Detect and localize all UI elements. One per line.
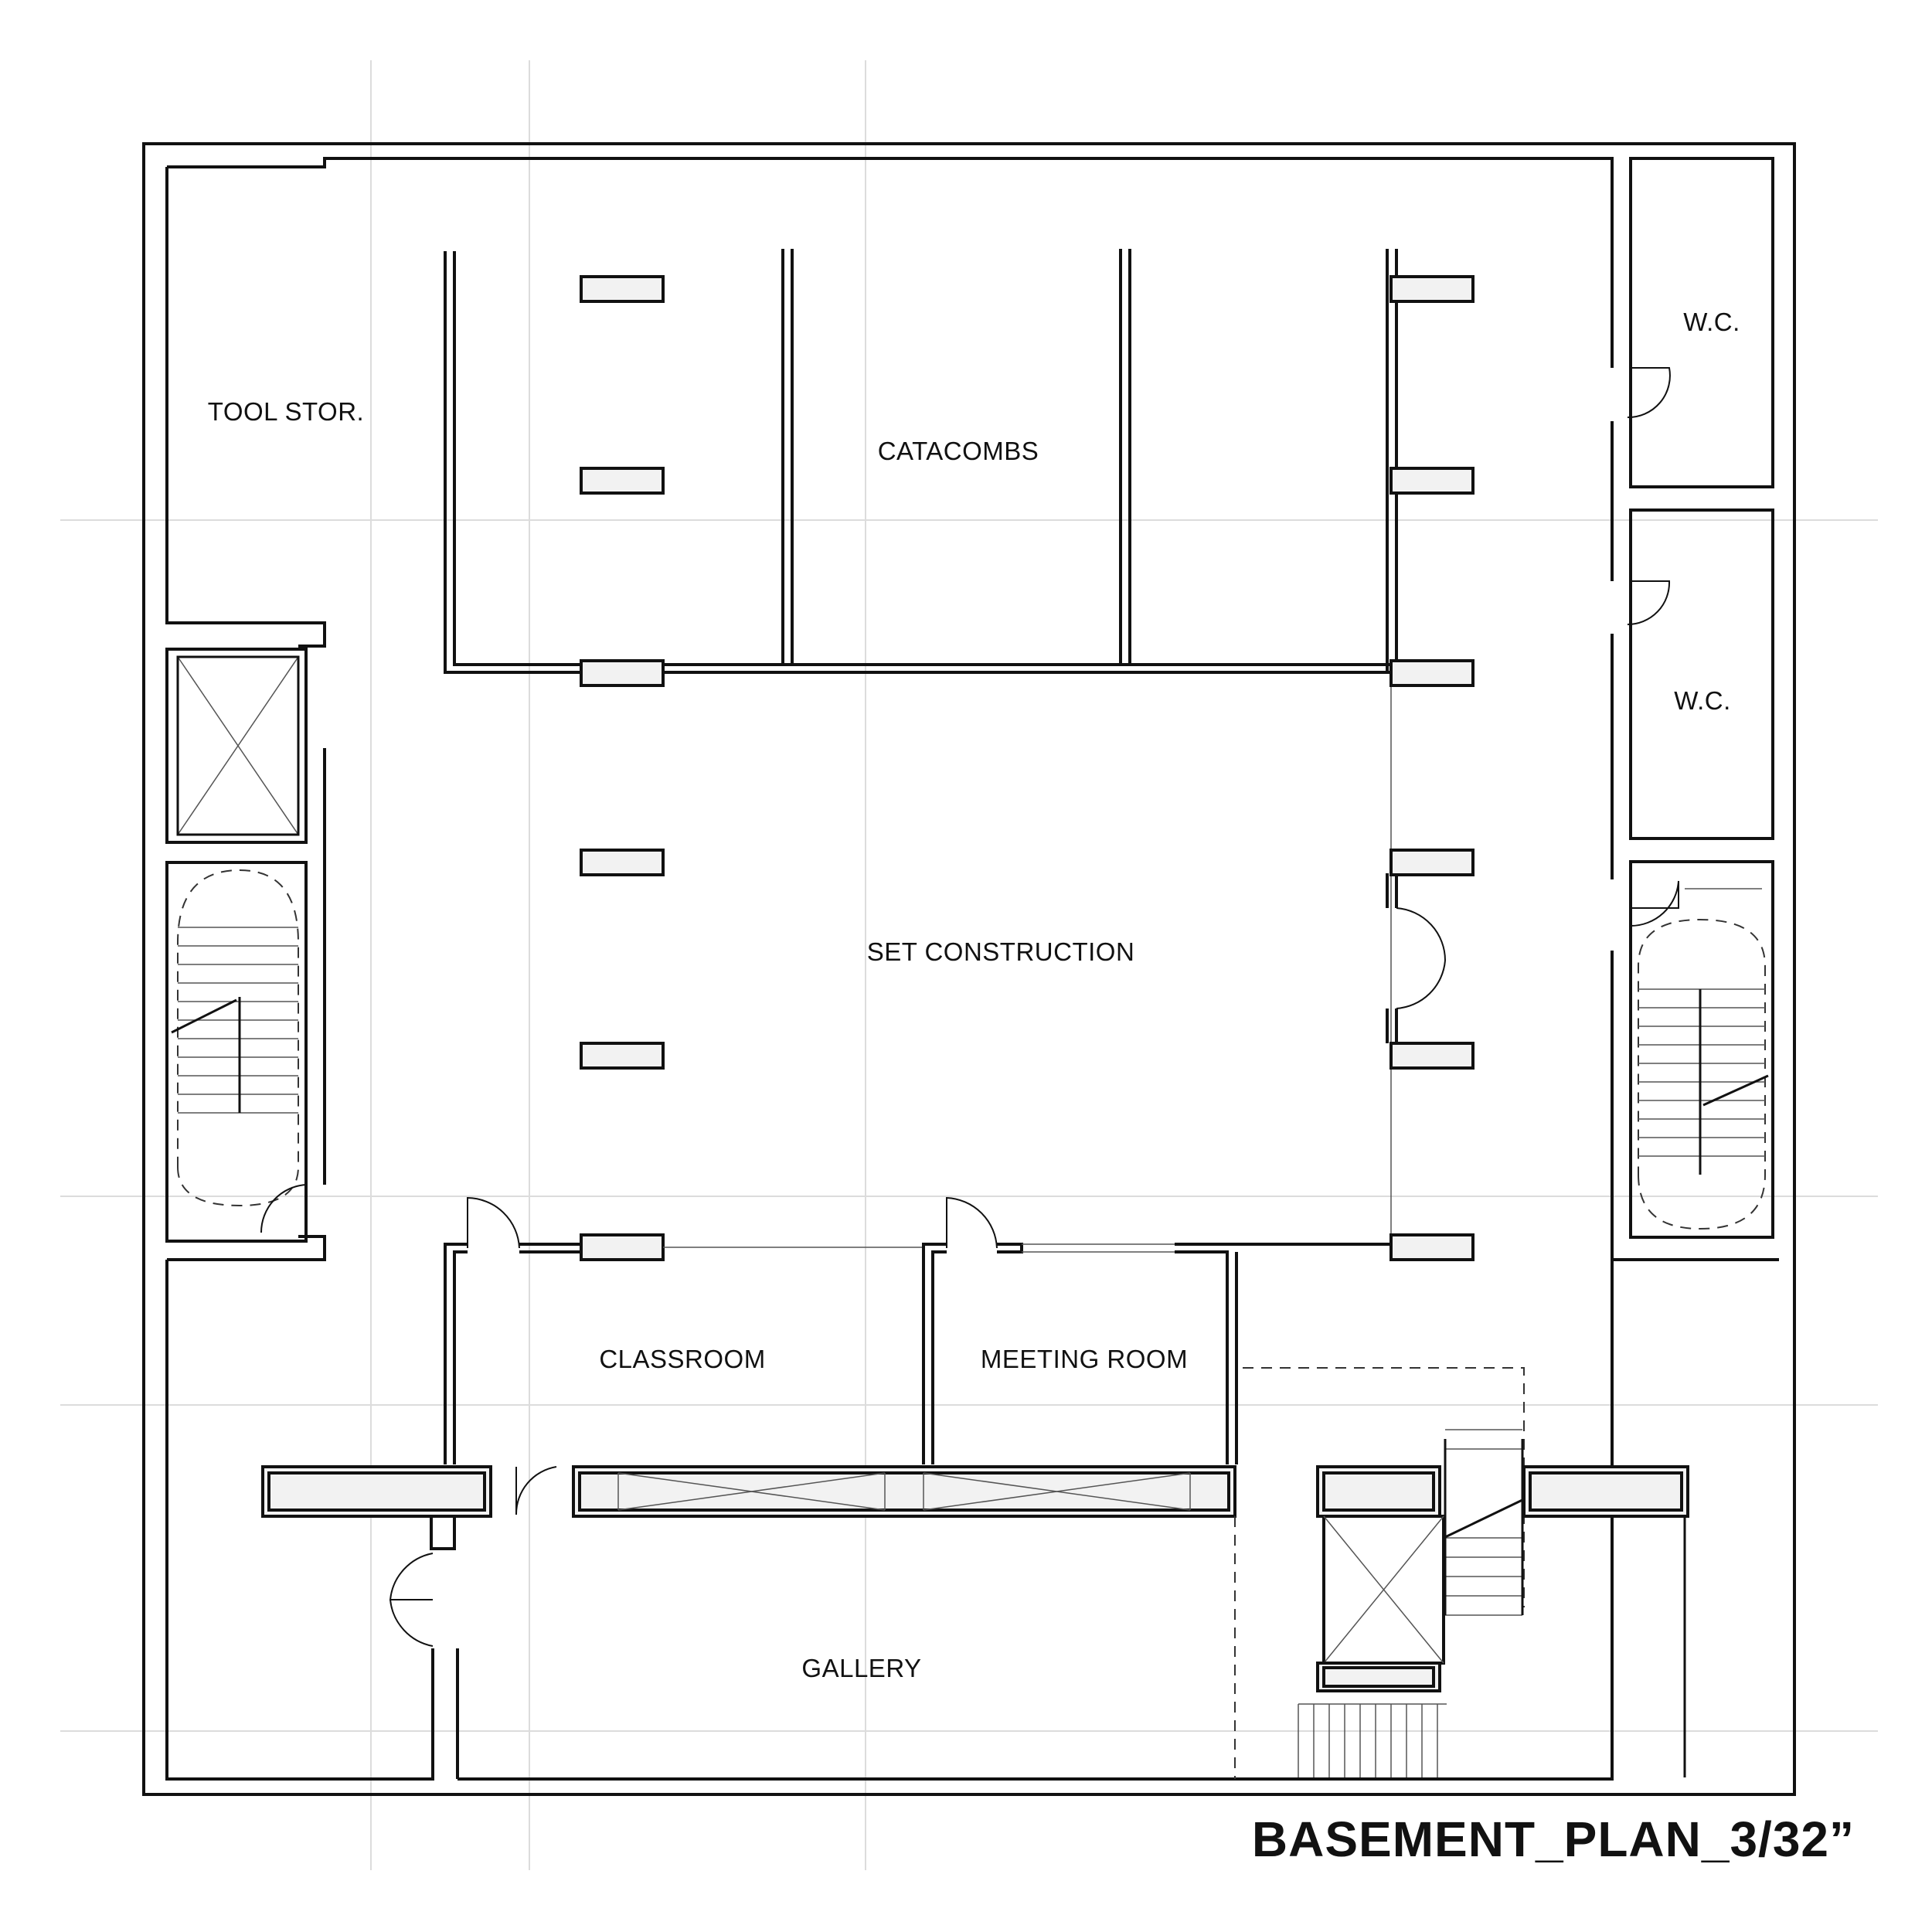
left-elevator-shaft <box>165 648 308 844</box>
tool-storage-wall <box>165 157 1614 648</box>
classroom-door[interactable] <box>467 1196 520 1249</box>
wc-upper-door[interactable] <box>1627 367 1671 419</box>
plan-title: BASEMENT_PLAN_3/32” <box>1252 1811 1855 1867</box>
right-stair-door[interactable] <box>1630 880 1679 927</box>
catacombs-partitions <box>444 249 1398 674</box>
wc-lower-door[interactable] <box>1627 580 1671 625</box>
room-label-meeting-room: MEETING ROOM <box>981 1345 1188 1373</box>
room-label-wc-lower: W.C. <box>1674 686 1731 715</box>
room-label-wc-upper: W.C. <box>1683 308 1740 336</box>
grid-guides <box>60 60 1878 1870</box>
outer-boundary <box>142 142 1796 1796</box>
right-stair-enclosure <box>1629 860 1774 1239</box>
room-label-catacombs: CATACOMBS <box>878 437 1039 465</box>
room-label-set-construction: SET CONSTRUCTION <box>867 937 1135 966</box>
wc-upper-room <box>1629 157 1774 488</box>
room-label-classroom: CLASSROOM <box>599 1345 765 1373</box>
set-construction-double-door[interactable] <box>1396 907 1447 1009</box>
lower-right-core <box>1234 1367 1689 1779</box>
left-stair-enclosure <box>165 861 308 1243</box>
gallery-partitions <box>261 1465 1236 1550</box>
room-label-tool-storage: TOOL STOR. <box>208 397 364 426</box>
structural-columns <box>580 275 1475 1261</box>
gallery-double-door[interactable] <box>389 1553 434 1647</box>
gallery-entry-door[interactable] <box>515 1466 557 1515</box>
left-stair-door[interactable] <box>260 1183 307 1233</box>
left-stair-treads <box>171 927 298 1114</box>
classroom-meeting-walls <box>444 1243 1391 1464</box>
right-stair-treads <box>1638 988 1769 1175</box>
room-label-gallery: GALLERY <box>801 1654 921 1682</box>
meeting-room-door[interactable] <box>946 1196 998 1249</box>
wc-lower-room <box>1629 509 1774 840</box>
